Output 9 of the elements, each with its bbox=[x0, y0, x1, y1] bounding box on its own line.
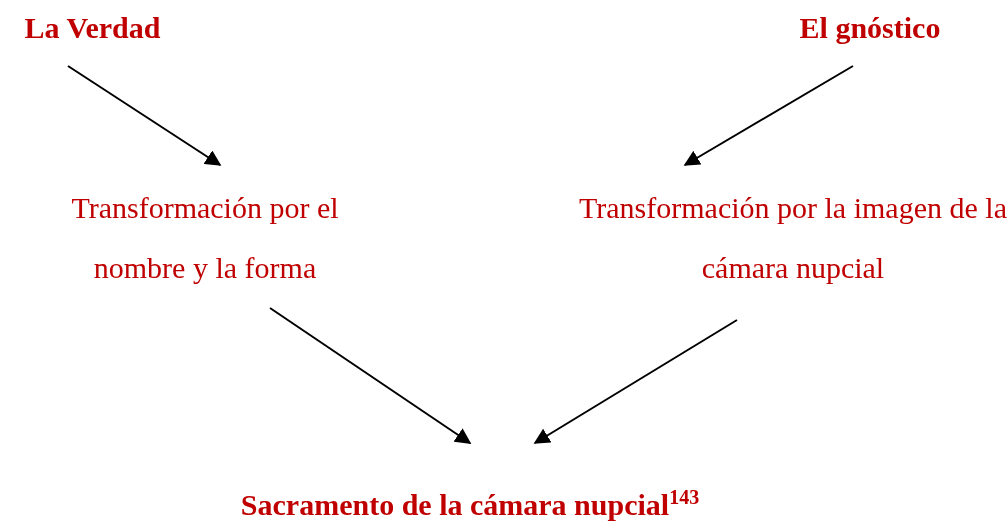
arrow bbox=[269, 307, 472, 444]
arrow bbox=[67, 65, 222, 166]
arrow bbox=[683, 65, 854, 166]
node-label: El gnóstico bbox=[799, 10, 941, 46]
node-label: Sacramento de la cámara nupcial$^{143}$ bbox=[240, 487, 700, 523]
node-label: Transformación por la imagen de la cámara nupcial bbox=[578, 190, 1008, 286]
node-label: La Verdad bbox=[24, 10, 161, 46]
node-label: Transformación por el nombre y la forma bbox=[70, 190, 340, 286]
arrow bbox=[533, 319, 738, 444]
